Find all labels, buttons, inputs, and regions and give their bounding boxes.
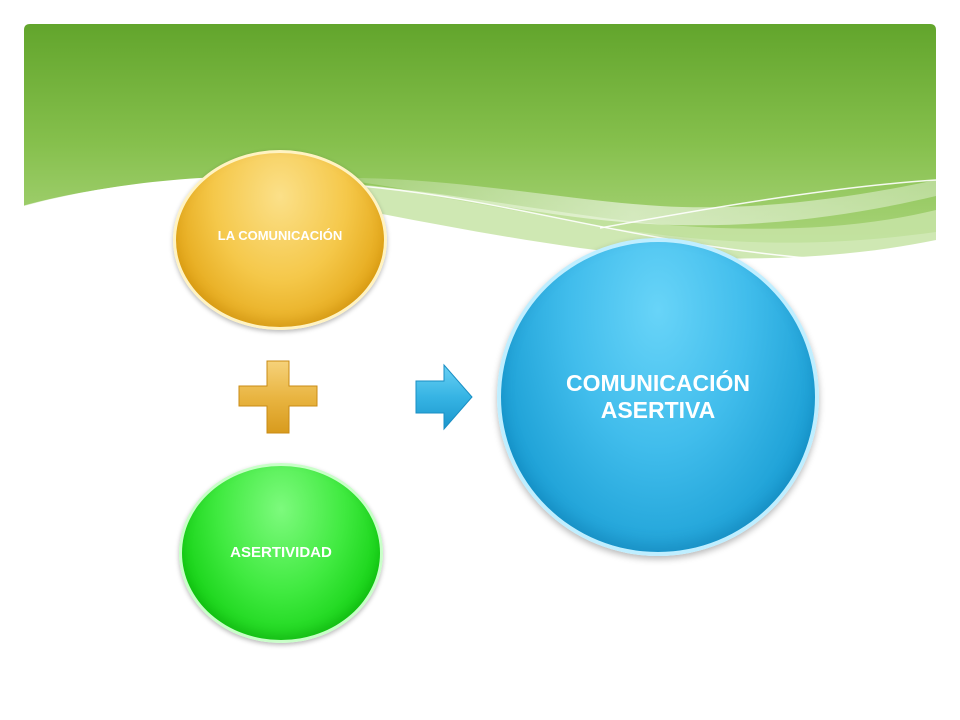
- circle-label-la-comunicacion: LA COMUNICACIÓN: [217, 227, 343, 243]
- circle-asertividad: ASERTIVIDAD: [179, 463, 383, 643]
- circle-comunicacion-asertiva: COMUNICACIÓN ASERTIVA: [497, 238, 819, 556]
- arrow-right-icon: [415, 363, 473, 431]
- circle-label-asertividad: ASERTIVIDAD: [230, 544, 332, 561]
- circle-la-comunicacion: LA COMUNICACIÓN: [173, 150, 387, 330]
- circle-label-comunicacion-asertiva: COMUNICACIÓN ASERTIVA: [566, 370, 750, 423]
- header-band: [23, 24, 937, 263]
- plus-icon: [238, 360, 318, 434]
